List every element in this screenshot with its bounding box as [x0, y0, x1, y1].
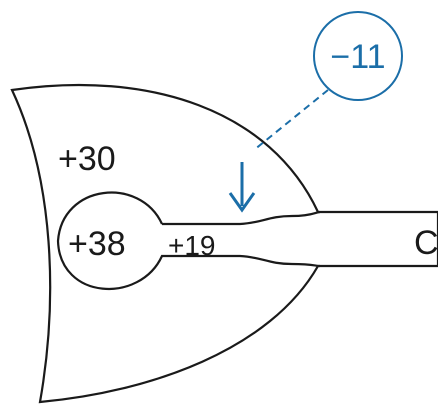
right-edge-label: C — [414, 224, 438, 262]
callout-circle — [313, 11, 403, 101]
arrow-down-icon — [228, 162, 256, 213]
bulb-label: +38 — [68, 225, 126, 263]
outer-region-label: +30 — [58, 140, 116, 178]
inner-bulb-outline — [56, 191, 321, 290]
outer-region-outline — [10, 83, 438, 404]
callout-label: −11 — [330, 38, 385, 76]
stem-label: +19 — [168, 230, 216, 261]
callout-leader-line — [253, 89, 329, 151]
